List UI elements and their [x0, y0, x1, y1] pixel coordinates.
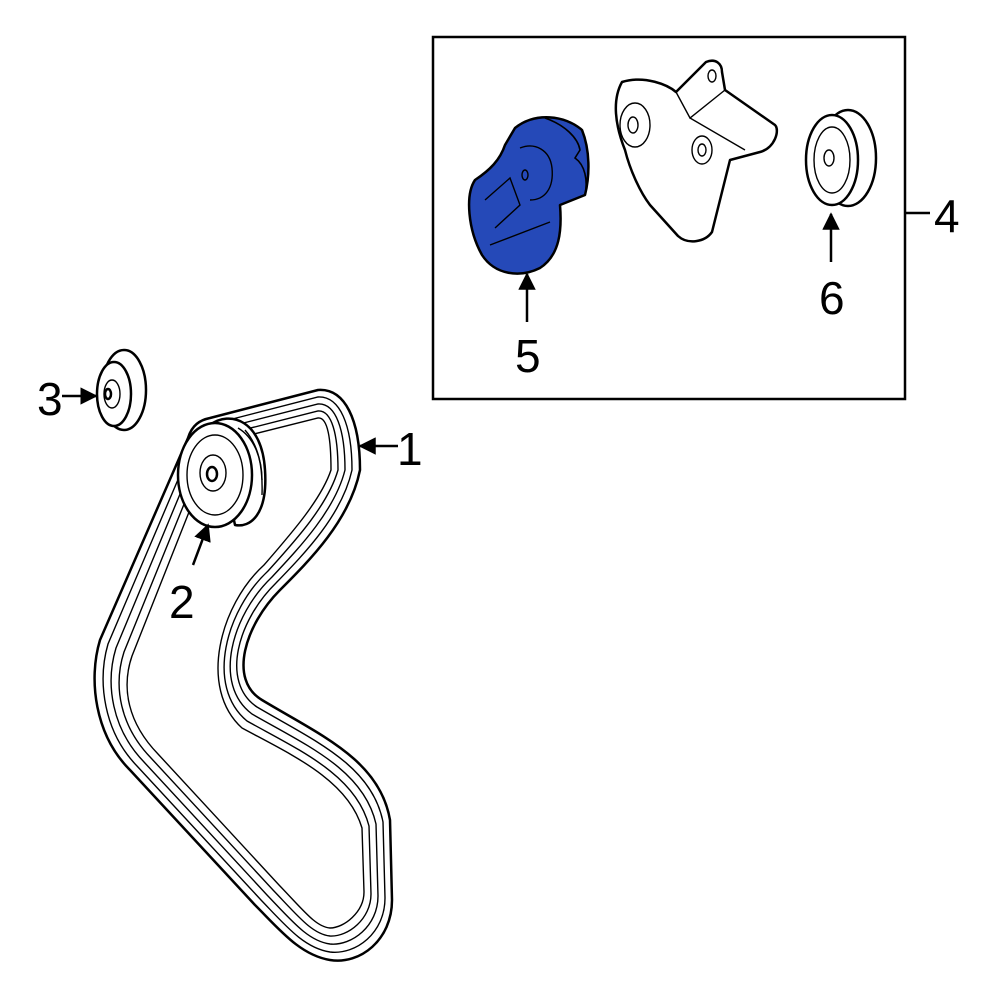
tensioner-bracket [614, 59, 779, 243]
serpentine-belt [93, 388, 394, 962]
callout-5-label: 5 [515, 330, 541, 382]
tensioner-highlighted [467, 116, 590, 275]
callout-2-arrow [191, 523, 211, 566]
idler-pulley [176, 417, 267, 529]
small-pulley [95, 348, 148, 432]
callout-2-label: 2 [169, 576, 195, 628]
callout-6-label: 6 [819, 272, 845, 324]
callout-3-label: 3 [37, 373, 63, 425]
tensioner-pulley [804, 108, 878, 208]
assembly-box [431, 35, 907, 401]
callout-4-label: 4 [934, 190, 960, 242]
callout-1-label: 1 [397, 423, 423, 475]
